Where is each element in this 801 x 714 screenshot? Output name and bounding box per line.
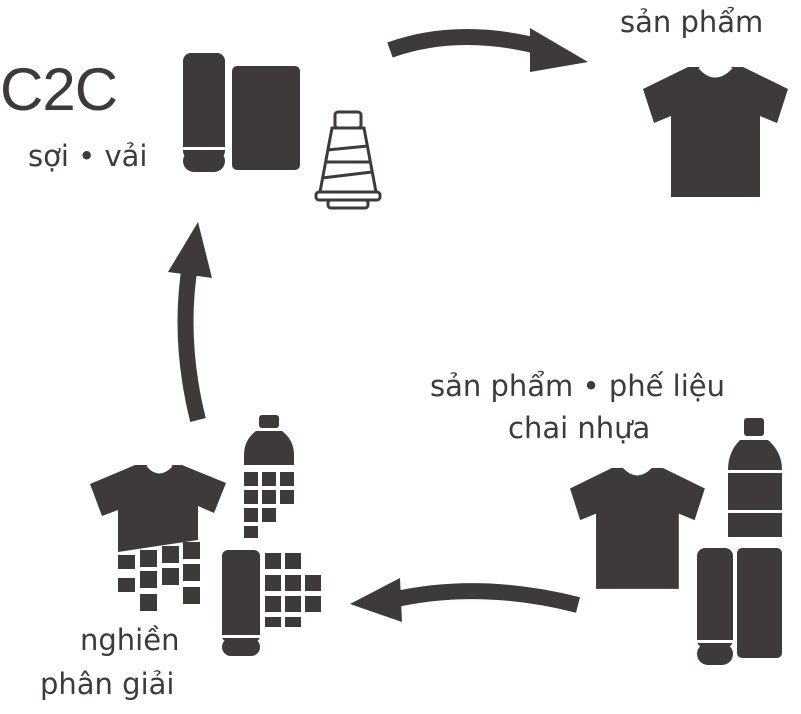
label-product: sản phẩm bbox=[620, 5, 764, 39]
plastic-bottle-shredded-icon bbox=[244, 415, 294, 538]
label-grind-line1: nghiền bbox=[80, 623, 180, 657]
plastic-bottle-icon-right bbox=[728, 418, 782, 537]
arrow-bottom-left bbox=[350, 578, 580, 622]
label-yarn-fabric: sợi • vải bbox=[28, 139, 148, 173]
label-scrap-line2: chai nhựa bbox=[508, 411, 651, 445]
arrow-up-left bbox=[168, 222, 212, 422]
arrow-top-right bbox=[387, 28, 588, 72]
fabric-roll-shredded-icon bbox=[222, 550, 321, 656]
tshirt-scrap-icon bbox=[570, 468, 705, 589]
label-scrap-line1: sản phẩm • phế liệu bbox=[430, 369, 726, 403]
c2c-logo: C2C bbox=[0, 56, 118, 123]
fabric-roll-icon bbox=[183, 53, 300, 172]
label-grind-line2: phân giải bbox=[40, 667, 175, 701]
tshirt-shredded-icon bbox=[90, 463, 226, 611]
tshirt-product-icon bbox=[643, 67, 788, 197]
thread-spool-icon bbox=[314, 110, 382, 210]
fabric-roll-icon-right bbox=[697, 548, 782, 665]
